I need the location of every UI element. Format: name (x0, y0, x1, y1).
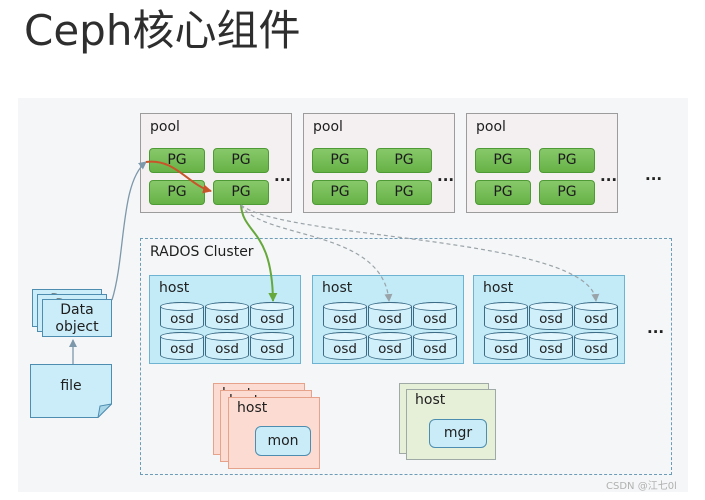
pg: PG (149, 180, 205, 205)
rados-cluster: RADOS Cluster host osd osd osd osd osd o… (140, 238, 672, 475)
data-object: Data object (42, 299, 112, 337)
rados-cluster-label: RADOS Cluster (150, 244, 254, 260)
pg: PG (213, 148, 269, 173)
mon-service: mon (255, 426, 311, 456)
osd-disk: osd (205, 302, 249, 330)
pool-1: pool PG PG PG PG ... (140, 113, 292, 213)
pg: PG (213, 180, 269, 205)
osd-disk: osd (250, 302, 294, 330)
pool-ellipsis: ... (645, 166, 663, 184)
osd-disk: osd (413, 332, 457, 360)
file-label: file (60, 378, 82, 394)
mgr-service: mgr (429, 419, 487, 448)
pg: PG (376, 148, 432, 173)
host-ellipsis: ... (647, 319, 665, 337)
pg-ellipsis: ... (600, 167, 618, 185)
pg: PG (475, 148, 531, 173)
pg-ellipsis: ... (274, 167, 292, 185)
osd-disk: osd (484, 332, 528, 360)
pg-ellipsis: ... (437, 167, 455, 185)
pool-2: pool PG PG PG PG ... (303, 113, 455, 213)
pool-3: pool PG PG PG PG ... (466, 113, 618, 213)
osd-disk: osd (323, 332, 367, 360)
osd-disk: osd (250, 332, 294, 360)
file-document-icon (30, 364, 112, 418)
pool-label: pool (476, 119, 506, 135)
host-label: host (483, 280, 514, 296)
file-document: file (30, 364, 112, 418)
osd-host-3: host osd osd osd osd osd osd (473, 275, 625, 364)
data-object-label-line1: Data (60, 302, 94, 318)
osd-disk: osd (323, 302, 367, 330)
pg: PG (475, 180, 531, 205)
mgr-host: host mgr (406, 389, 496, 460)
osd-disk: osd (529, 332, 573, 360)
osd-disk: osd (368, 332, 412, 360)
pg: PG (312, 180, 368, 205)
osd-disk: osd (160, 332, 204, 360)
data-object-label-line2: object (55, 319, 99, 335)
watermark: CSDN @江七0l (606, 481, 677, 492)
pg: PG (312, 148, 368, 173)
pg: PG (149, 148, 205, 173)
host-label: host (415, 392, 446, 408)
osd-disk: osd (160, 302, 204, 330)
osd-disk: osd (484, 302, 528, 330)
pool-label: pool (150, 119, 180, 135)
host-label: host (237, 400, 268, 416)
host-label: host (159, 280, 190, 296)
osd-disk: osd (574, 302, 618, 330)
osd-disk: osd (413, 302, 457, 330)
osd-host-1: host osd osd osd osd osd osd (149, 275, 301, 364)
host-label: host (322, 280, 353, 296)
osd-disk: osd (574, 332, 618, 360)
page-title: Ceph核心组件 (24, 6, 301, 55)
pg: PG (539, 180, 595, 205)
pg: PG (376, 180, 432, 205)
osd-disk: osd (205, 332, 249, 360)
osd-host-2: host osd osd osd osd osd osd (312, 275, 464, 364)
pool-label: pool (313, 119, 343, 135)
pg: PG (539, 148, 595, 173)
osd-disk: osd (529, 302, 573, 330)
mon-host: host mon (228, 397, 320, 469)
osd-disk: osd (368, 302, 412, 330)
